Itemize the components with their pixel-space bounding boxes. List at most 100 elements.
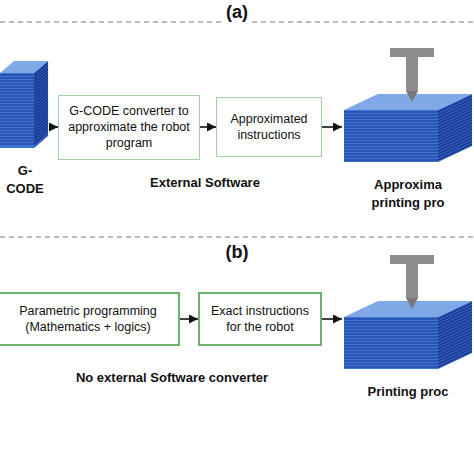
- layer-line: [0, 134, 34, 135]
- layer-line: [344, 123, 438, 124]
- layer-line: [344, 357, 438, 358]
- nozzle-bar: [390, 48, 434, 57]
- part-caption: Approxima printing pro: [356, 176, 460, 211]
- layer-line: [0, 119, 34, 120]
- layer-line: [0, 77, 34, 78]
- layer-line: [344, 135, 438, 136]
- dashed-separator: [0, 236, 474, 237]
- process-box: Approximated instructions: [216, 97, 322, 157]
- flow-arrow: [200, 126, 216, 128]
- layer-line: [344, 324, 438, 325]
- layer-line: [344, 330, 438, 331]
- process-box: Exact instructions for the robot: [198, 292, 322, 346]
- layer-line: [344, 342, 438, 343]
- box-text: Exact instructions for the robot: [208, 303, 312, 336]
- layer-line: [344, 141, 438, 142]
- layer-line: [344, 360, 438, 361]
- layer-line: [0, 83, 34, 84]
- layer-line: [34, 132, 48, 144]
- layer-line: [0, 98, 34, 99]
- layer-line: [0, 125, 34, 126]
- layer-line: [344, 138, 438, 139]
- layer-line: [0, 95, 34, 96]
- annotation-text: External Software: [147, 175, 263, 190]
- stack-front: [0, 73, 34, 148]
- layer-line: [344, 132, 438, 133]
- stack-side: [438, 94, 472, 162]
- stack-side: [34, 61, 48, 148]
- layer-line: [0, 116, 34, 117]
- layer-line: [0, 101, 34, 102]
- layer-line: [0, 86, 34, 87]
- part-caption: G-CODE: [0, 162, 50, 197]
- printed-part: Approxima printing pro: [342, 48, 474, 211]
- layer-line: [344, 327, 438, 328]
- layer-line: [438, 351, 472, 367]
- layer-line: [438, 144, 472, 160]
- layer-line: [344, 363, 438, 364]
- layer-line: [0, 128, 34, 129]
- layer-line: [344, 126, 438, 127]
- box-text: Approximated instructions: [225, 111, 313, 144]
- layer-line: [344, 150, 438, 151]
- layer-line: [0, 113, 34, 114]
- flow-arrow: [50, 126, 58, 128]
- layer-line: [344, 159, 438, 160]
- layer-line: [0, 140, 34, 141]
- nozzle-bar: [390, 255, 434, 264]
- printed-layers: [0, 55, 50, 150]
- layer-line: [344, 339, 438, 340]
- flow-arrow: [180, 318, 198, 320]
- layer-line: [344, 354, 438, 355]
- part-caption: Printing proc: [353, 383, 463, 401]
- panel-label: (a): [223, 2, 251, 23]
- layer-line: [344, 114, 438, 115]
- flow-arrow: [322, 318, 342, 320]
- layer-line: [0, 89, 34, 90]
- process-box: Parametric programming (Mathematics + lo…: [0, 292, 180, 346]
- stack-side: [438, 301, 472, 369]
- printed-part: Printing proc: [342, 255, 474, 401]
- nozzle-tip: [406, 298, 418, 309]
- nozzle-body: [406, 264, 418, 298]
- nozzle-tip: [406, 91, 418, 102]
- process-box: G-CODE converter to approximate the robo…: [58, 95, 200, 160]
- stack-front: [344, 110, 438, 162]
- layer-line: [0, 107, 34, 108]
- layer-line: [344, 318, 438, 319]
- printed-layers-with-nozzle: [342, 48, 474, 168]
- layer-line: [344, 111, 438, 112]
- box-text: G-CODE converter to approximate the robo…: [67, 103, 191, 152]
- layer-line: [344, 348, 438, 349]
- layer-line: [344, 117, 438, 118]
- layer-line: [344, 153, 438, 154]
- layer-line: [344, 336, 438, 337]
- layer-line: [344, 321, 438, 322]
- box-text: Parametric programming (Mathematics + lo…: [6, 303, 170, 336]
- annotation-text: No external Software converter: [73, 370, 271, 385]
- layer-line: [0, 92, 34, 93]
- layer-line: [0, 104, 34, 105]
- panel-label: (b): [223, 242, 252, 263]
- layer-line: [34, 126, 48, 138]
- layer-line: [344, 147, 438, 148]
- stack-front: [344, 317, 438, 369]
- layer-line: [438, 141, 472, 157]
- printed-part: G-CODE: [0, 55, 50, 197]
- layer-line: [344, 333, 438, 334]
- layer-line: [0, 74, 34, 75]
- layer-line: [0, 122, 34, 123]
- layer-line: [438, 348, 472, 364]
- layer-line: [344, 345, 438, 346]
- layer-line: [0, 110, 34, 111]
- layer-line: [344, 156, 438, 157]
- layer-line: [344, 366, 438, 367]
- layer-line: [34, 129, 48, 141]
- flow-arrow: [322, 126, 342, 128]
- layer-line: [344, 120, 438, 121]
- layer-line: [0, 131, 34, 132]
- layer-line: [0, 80, 34, 81]
- layer-line: [0, 143, 34, 144]
